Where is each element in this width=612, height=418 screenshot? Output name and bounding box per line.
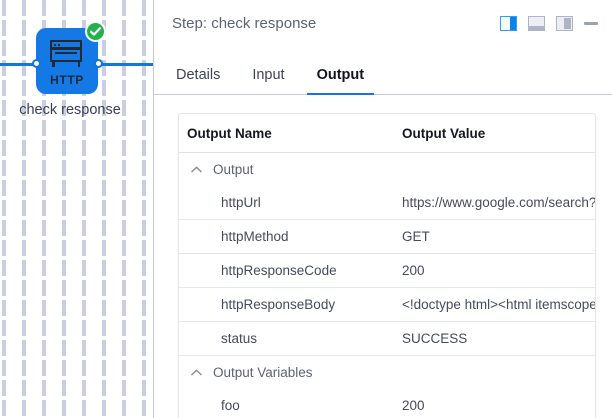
layout-bottom-split-icon[interactable]: [528, 16, 545, 31]
step-detail-panel: Step: check response Details Input Outpu…: [153, 0, 612, 418]
minimize-icon[interactable]: [584, 22, 598, 25]
connector-line-outgoing: [100, 63, 153, 66]
cell-output-value: <!doctype html><html itemscope=': [402, 297, 595, 312]
column-header-output-name: Output Name: [187, 125, 272, 141]
node-input-port[interactable]: [32, 59, 41, 68]
cell-output-value: SUCCESS: [402, 331, 468, 346]
table-group-label: Output Variables: [213, 365, 313, 380]
chevron-up-icon: [187, 369, 205, 376]
table-row[interactable]: status SUCCESS: [179, 321, 595, 355]
table-row[interactable]: foo 200: [179, 389, 595, 418]
layout-left-split-icon[interactable]: [556, 16, 573, 31]
output-table-card: Output Name Output Value Output httpUrl …: [178, 113, 596, 418]
table-group-output-variables[interactable]: Output Variables: [179, 355, 595, 389]
cell-output-value: 200: [402, 263, 425, 278]
table-row[interactable]: httpMethod GET: [179, 219, 595, 253]
cell-output-name: httpResponseCode: [221, 263, 337, 278]
table-header-row: Output Name Output Value: [179, 114, 595, 153]
http-node-icon-label: HTTP: [50, 73, 84, 87]
http-node-icon: [50, 40, 84, 67]
table-group-output[interactable]: Output: [179, 153, 595, 186]
panel-header-actions: [500, 16, 598, 31]
panel-header: Step: check response: [154, 0, 612, 47]
tab-details[interactable]: Details: [176, 67, 221, 83]
table-row[interactable]: httpResponseCode 200: [179, 253, 595, 287]
cell-output-name: status: [221, 331, 258, 346]
table-row[interactable]: httpUrl https://www.google.com/search?q=: [179, 186, 595, 219]
panel-body: Output Name Output Value Output httpUrl …: [154, 95, 612, 418]
success-check-icon: [85, 21, 106, 42]
cell-output-name: foo: [221, 398, 240, 413]
workflow-canvas[interactable]: HTTP check response: [0, 0, 153, 418]
cell-output-name: httpMethod: [221, 229, 289, 244]
tab-output[interactable]: Output: [306, 67, 374, 95]
cell-output-value: 200: [402, 398, 425, 413]
tab-input[interactable]: Input: [252, 67, 285, 83]
layout-right-split-icon[interactable]: [500, 16, 517, 31]
cell-output-value: GET: [402, 229, 430, 244]
connector-line-incoming: [0, 63, 40, 66]
column-header-output-value: Output Value: [402, 125, 486, 141]
node-output-port[interactable]: [94, 59, 103, 68]
panel-title: Step: check response: [172, 15, 317, 32]
cell-output-name: httpResponseBody: [221, 297, 336, 312]
table-row[interactable]: httpResponseBody <!doctype html><html it…: [179, 287, 595, 321]
panel-tabs: Details Input Output: [154, 47, 612, 95]
cell-output-name: httpUrl: [221, 195, 261, 210]
node-caption-label: check response: [19, 102, 121, 118]
chevron-up-icon: [187, 166, 205, 173]
cell-output-value: https://www.google.com/search?q=: [402, 195, 595, 210]
table-group-label: Output: [213, 162, 254, 177]
